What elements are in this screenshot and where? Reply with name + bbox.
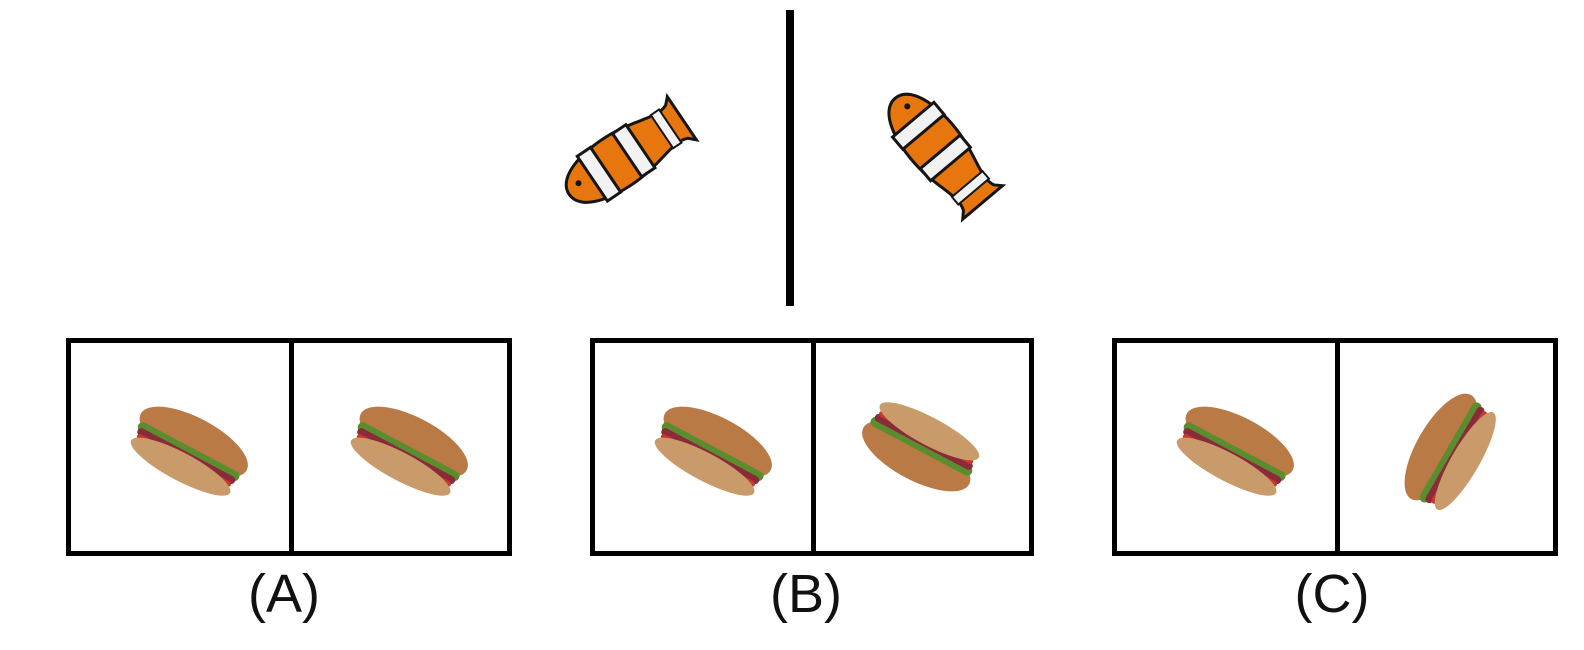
sandwich-icon xyxy=(845,385,995,513)
sandwich-icon xyxy=(1383,376,1514,527)
reference-clownfish-left-icon xyxy=(538,83,707,233)
reference-divider xyxy=(786,10,794,306)
option-a-divider xyxy=(289,343,294,551)
sandwich-icon xyxy=(1161,385,1311,513)
option-b-label: (B) xyxy=(770,564,842,624)
option-c-divider xyxy=(1335,343,1340,551)
sandwich-icon xyxy=(335,385,485,513)
reference-clownfish-right-icon xyxy=(858,65,1016,231)
option-b-box[interactable] xyxy=(590,338,1034,556)
option-c-box[interactable] xyxy=(1112,338,1558,556)
option-a-label: (A) xyxy=(248,564,320,624)
option-a-box[interactable] xyxy=(66,338,512,556)
option-b-divider xyxy=(811,343,816,551)
option-c-label: (C) xyxy=(1294,564,1370,624)
sandwich-icon xyxy=(115,385,265,513)
sandwich-icon xyxy=(639,385,789,513)
